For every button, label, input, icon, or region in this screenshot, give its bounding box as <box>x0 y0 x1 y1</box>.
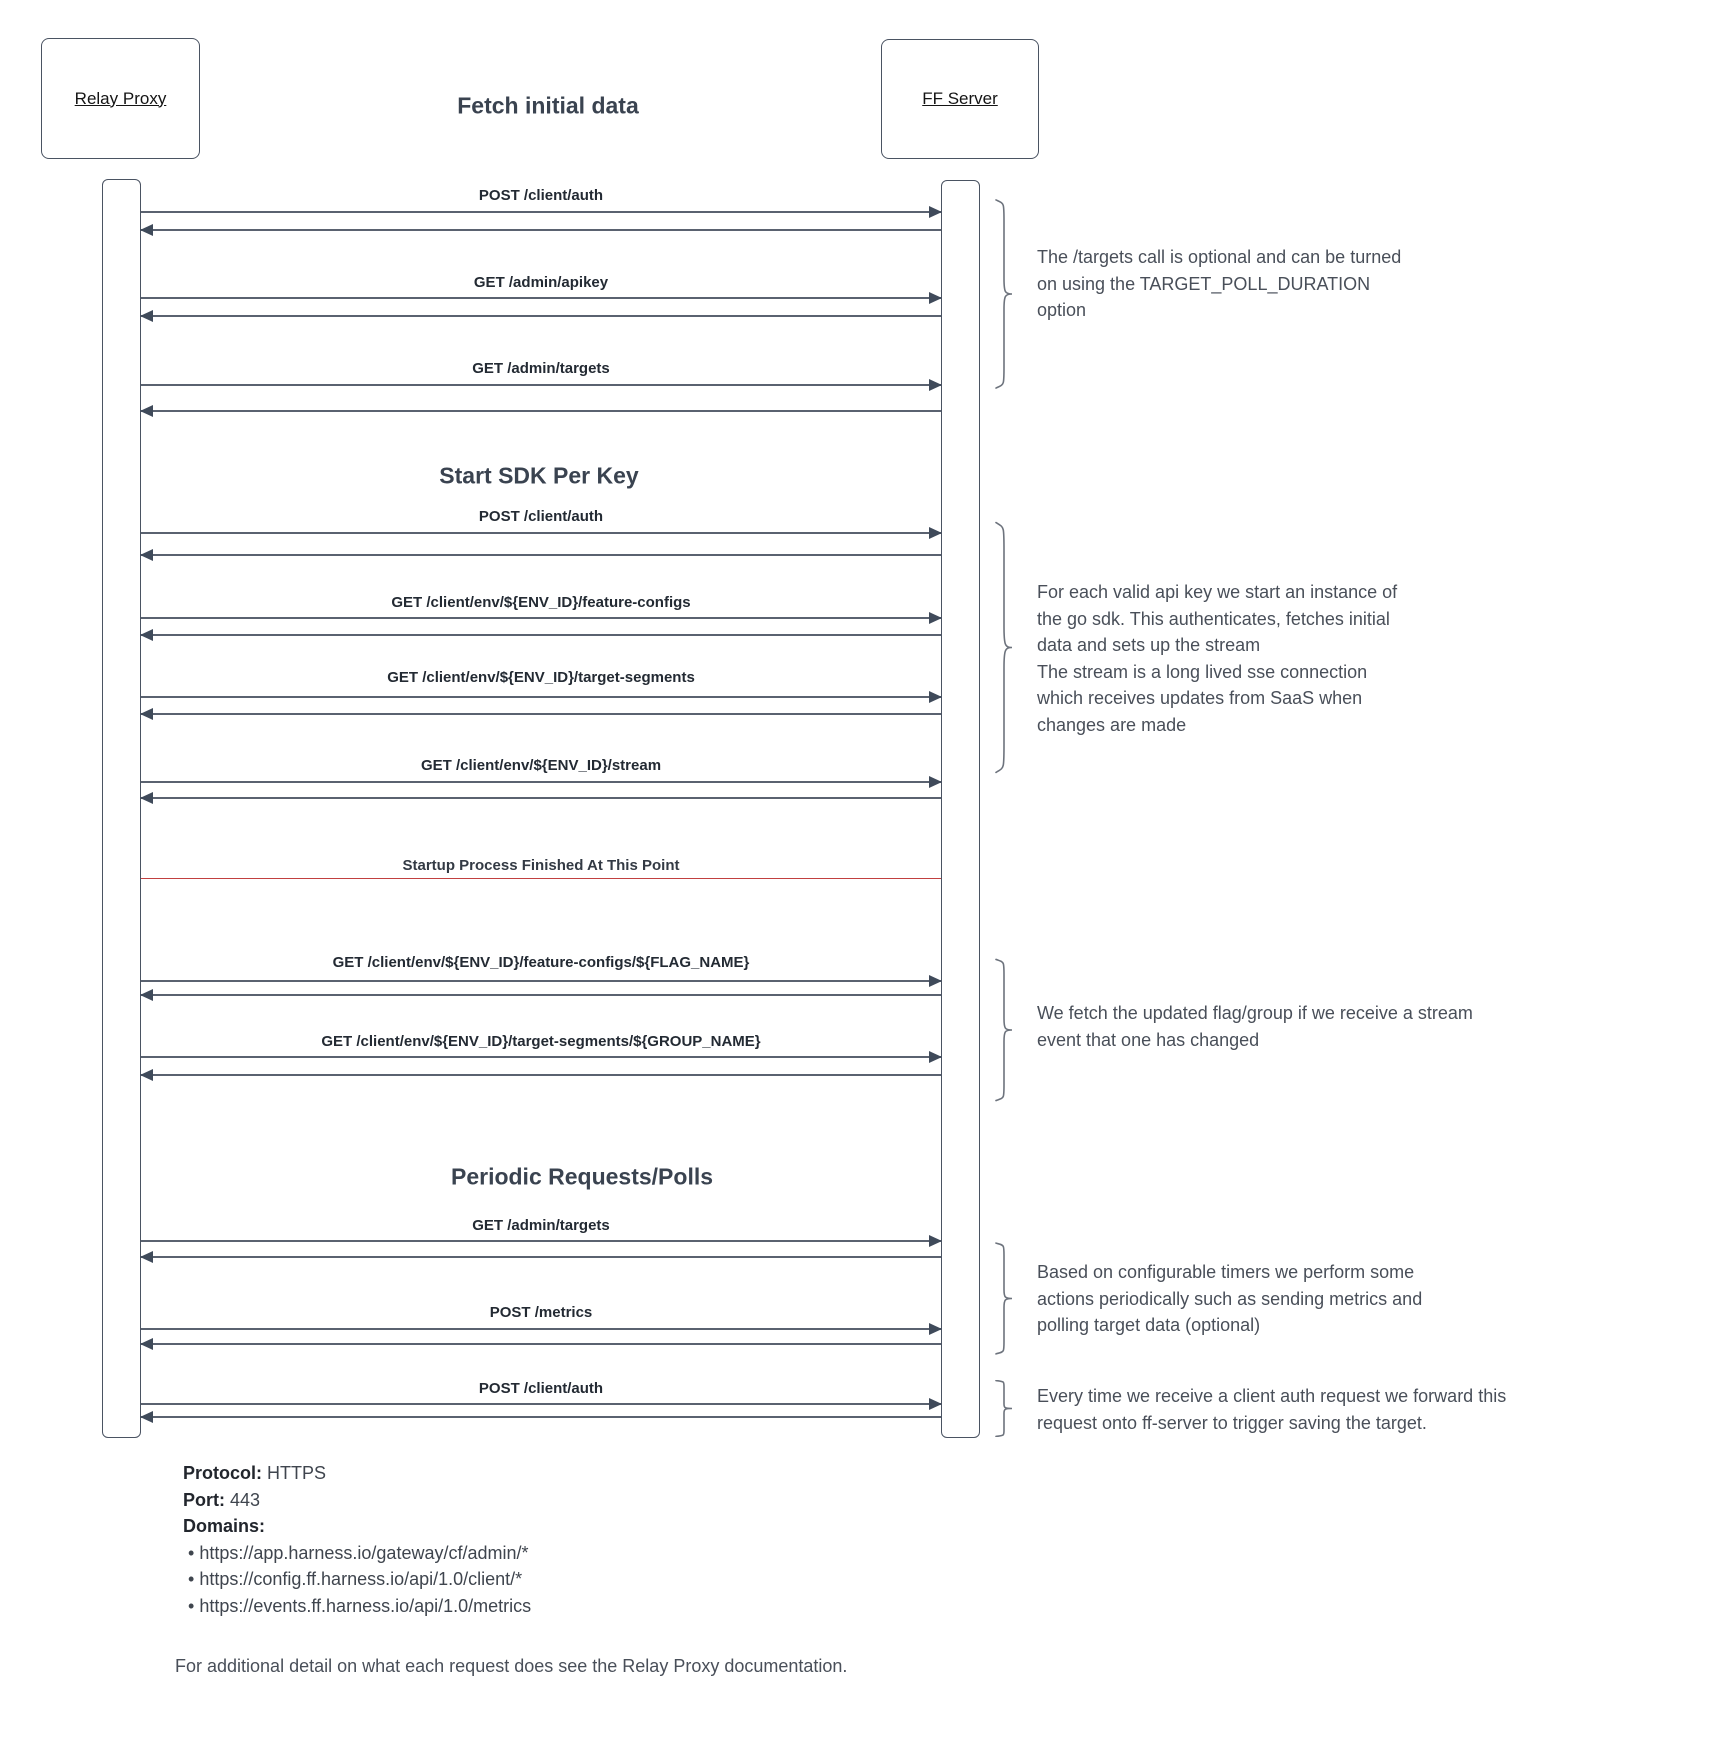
protocol-value: HTTPS <box>262 1463 327 1483</box>
request-arrow <box>141 691 942 703</box>
return-arrow <box>140 1251 941 1263</box>
message-label: POST /client/auth <box>478 508 604 525</box>
request-arrow <box>141 527 942 539</box>
message-label: GET /admin/apikey <box>473 274 609 291</box>
actor-ff-server: FF Server <box>881 39 1039 159</box>
lifeline-ff-server <box>941 180 980 1438</box>
request-arrow <box>141 1398 942 1410</box>
domain-item: https://events.ff.harness.io/api/1.0/met… <box>183 1593 531 1620</box>
actor-relay-proxy: Relay Proxy <box>41 38 200 159</box>
annotation-line: changes are made <box>1037 714 1187 735</box>
annotation-targets-optional: The /targets call is optional and can be… <box>1037 244 1401 324</box>
annotation-line: event that one has changed <box>1037 1029 1260 1050</box>
separator-label: Startup Process Finished At This Point <box>402 857 680 874</box>
annotation-brace <box>993 520 1013 775</box>
annotation-line: data and sets up the stream <box>1037 635 1261 655</box>
request-arrow <box>141 292 942 304</box>
return-arrow <box>140 310 941 322</box>
annotation-line: Based on configurable timers we perform … <box>1037 1262 1415 1282</box>
actor-ff-server-label: FF Server <box>922 89 998 108</box>
request-arrow <box>141 379 942 391</box>
lifeline-relay-proxy <box>102 179 141 1438</box>
return-arrow <box>140 224 941 236</box>
annotation-line: We fetch the updated flag/group if we re… <box>1037 1003 1473 1023</box>
annotation-stream-event: We fetch the updated flag/group if we re… <box>1037 1000 1473 1053</box>
message-label: GET /client/env/${ENV_ID}/target-segment… <box>321 1033 761 1050</box>
return-arrow <box>140 1411 941 1423</box>
annotation-line: the go sdk. This authenticates, fetches … <box>1037 608 1390 629</box>
separator-line <box>141 878 941 879</box>
message-label: GET /admin/targets <box>472 1217 610 1234</box>
message-label: GET /client/env/${ENV_ID}/feature-config… <box>391 594 691 611</box>
domain-item: https://config.ff.harness.io/api/1.0/cli… <box>183 1566 531 1593</box>
annotation-line: option <box>1037 300 1087 320</box>
message-label: GET /admin/targets <box>472 360 610 377</box>
return-arrow <box>140 405 941 417</box>
actor-relay-proxy-label: Relay Proxy <box>74 88 167 108</box>
return-arrow <box>140 1338 941 1350</box>
return-arrow <box>140 792 941 804</box>
documentation-note: For additional detail on what each reque… <box>175 1656 848 1676</box>
request-arrow <box>141 975 942 987</box>
annotation-brace <box>993 1380 1013 1437</box>
return-arrow <box>140 989 941 1001</box>
message-label: GET /client/env/${ENV_ID}/stream <box>420 757 662 774</box>
request-arrow <box>141 612 942 624</box>
request-arrow <box>141 1235 942 1247</box>
return-arrow <box>140 1069 941 1081</box>
request-arrow <box>141 1323 942 1335</box>
message-label: POST /client/auth <box>478 187 604 204</box>
message-label: GET /client/env/${ENV_ID}/target-segment… <box>387 669 695 686</box>
message-label: GET /client/env/${ENV_ID}/feature-config… <box>332 954 750 971</box>
port-value: 443 <box>225 1489 261 1510</box>
domains-label: Domains: <box>183 1516 266 1536</box>
annotation-line: Every time we receive a client auth requ… <box>1037 1386 1507 1406</box>
connection-info: Protocol: HTTPS Port: 443 Domains: https… <box>183 1460 531 1619</box>
domain-item: https://app.harness.io/gateway/cf/admin/… <box>183 1540 531 1567</box>
annotation-periodic-timers: Based on configurable timers we perform … <box>1037 1259 1422 1339</box>
annotation-line: The stream is a long lived sse connectio… <box>1037 661 1368 682</box>
annotation-brace <box>993 1242 1013 1355</box>
return-arrow <box>140 708 941 720</box>
annotation-line: actions periodically such as sending met… <box>1037 1288 1423 1309</box>
message-label: POST /client/auth <box>478 1380 604 1397</box>
protocol-row: Protocol: HTTPS <box>183 1460 531 1487</box>
port-row: Port: 443 <box>183 1487 531 1514</box>
request-arrow <box>141 206 942 218</box>
protocol-label: Protocol: <box>183 1463 262 1483</box>
annotation-sdk-per-key: For each valid api key we start an insta… <box>1037 579 1397 738</box>
request-arrow <box>141 1051 942 1063</box>
annotation-client-auth-forward: Every time we receive a client auth requ… <box>1037 1383 1506 1436</box>
annotation-line: polling target data (optional) <box>1037 1315 1261 1335</box>
port-label: Port: <box>183 1489 225 1510</box>
section-title-fetch-initial-data: Fetch initial data <box>457 92 639 119</box>
annotation-line: For each valid api key we start an insta… <box>1037 582 1398 602</box>
return-arrow <box>140 549 941 561</box>
request-arrow <box>141 776 942 788</box>
annotation-line: which receives updates from SaaS when <box>1037 688 1363 708</box>
annotation-brace <box>993 958 1013 1102</box>
annotation-brace <box>993 198 1013 390</box>
annotation-line: on using the TARGET_POLL_DURATION <box>1037 273 1371 294</box>
section-title-start-sdk-per-key: Start SDK Per Key <box>439 462 639 489</box>
section-title-periodic-requests: Periodic Requests/Polls <box>450 1163 714 1190</box>
return-arrow <box>140 629 941 641</box>
message-label: POST /metrics <box>489 1304 593 1321</box>
annotation-line: The /targets call is optional and can be… <box>1037 247 1402 267</box>
annotation-line: request onto ff-server to trigger saving… <box>1037 1412 1427 1433</box>
domains-row: Domains: <box>183 1513 531 1540</box>
